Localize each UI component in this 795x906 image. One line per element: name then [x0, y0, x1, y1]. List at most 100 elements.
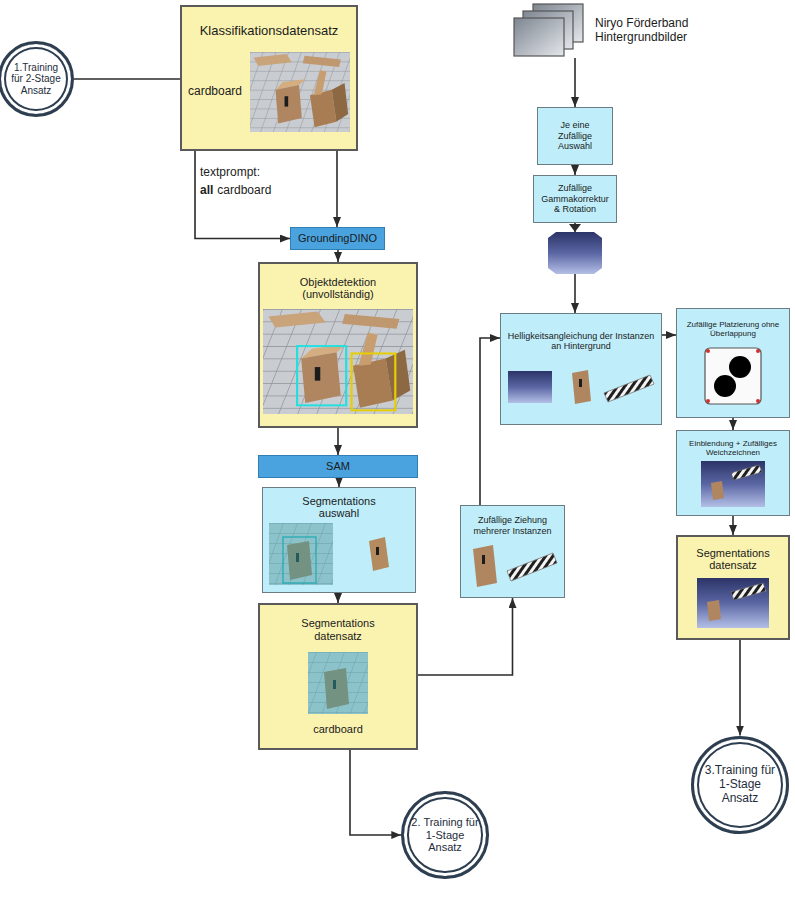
- prompt-label: cardboard: [217, 184, 271, 198]
- dataset-box: Segmentations datensatz cardboard: [258, 603, 418, 750]
- background-images: Niryo Förderband Hintergrundbilder: [513, 3, 713, 58]
- training-circle: 1.Training für 2-Stage Ansatz: [0, 41, 74, 117]
- flow-arrow: [336, 151, 338, 227]
- drawing-part: [705, 348, 761, 404]
- drawing-part: [697, 578, 769, 628]
- node-title: Niryo Förderband Hintergrundbilder: [595, 17, 705, 45]
- detection-photo: [263, 309, 413, 414]
- model-bar: GroundingDINO: [290, 227, 385, 250]
- result-box: Objektdetektion (unvollständig): [258, 262, 418, 428]
- flow-arrow: [338, 478, 340, 487]
- drawing-part: [569, 224, 581, 232]
- drawing-part: [254, 54, 292, 66]
- node-title: Objektdetektion (unvollständig): [263, 276, 413, 301]
- drawing-part: [701, 461, 765, 507]
- background-sample: [548, 224, 602, 274]
- node-caption: cardboard: [188, 85, 242, 99]
- flow-arrow: [74, 78, 180, 80]
- content-row: Niryo Förderband Hintergrundbilder: [513, 3, 705, 58]
- drawing-part: [269, 523, 333, 585]
- flow-arrow: [732, 516, 734, 535]
- drawing-part: [756, 399, 760, 403]
- drawing-part: [308, 652, 368, 714]
- model-bar: SAM: [258, 455, 418, 478]
- drawing-part: [714, 375, 736, 397]
- drawing-part: [250, 52, 350, 132]
- image-stack: [513, 3, 585, 58]
- drawing-part: [508, 371, 552, 403]
- flow-arrow: [662, 334, 676, 336]
- training-circle: 3.Training für 1-Stage Ansatz: [691, 736, 790, 835]
- node-title: 1.Training für 2-Stage Ansatz: [7, 62, 65, 97]
- drawing-part: [268, 312, 325, 328]
- drawing-part: [358, 333, 377, 366]
- flow-arrow: [739, 640, 741, 736]
- process-box: Zufällige Platzierung ohne Überlappung: [676, 308, 790, 418]
- flow-arrow: [337, 593, 339, 603]
- drawing-part: [706, 399, 710, 403]
- process-box: Einblendung + Zufälliges Weichzeichnen: [676, 430, 790, 516]
- flow-arrow: [732, 418, 734, 430]
- drawing-part: [283, 537, 316, 583]
- cardboard-photo: [250, 52, 350, 132]
- drawing-part: [386, 350, 411, 401]
- node-title: GroundingDINO: [298, 232, 377, 245]
- node-title: Je eine Zufällige Auswahl: [550, 120, 600, 151]
- drawing-part: [548, 232, 602, 274]
- node-title: 3.Training für 1-Stage Ansatz: [700, 764, 781, 805]
- drawing-part: [572, 370, 591, 404]
- flow-arrow: [574, 165, 576, 175]
- placement-sketch: [703, 346, 763, 406]
- training-circle: 2. Training für 1-Stage Ansatz: [401, 791, 488, 878]
- node-title: Segmentations auswahl: [294, 495, 384, 520]
- drawing-part: [729, 356, 751, 378]
- node-title: Segmentations datensatz: [681, 547, 785, 572]
- drawing-part: [548, 268, 556, 274]
- drawing-part: [310, 90, 336, 128]
- drawing-part: [285, 97, 289, 107]
- process-box: Je eine Zufällige Auswahl: [537, 107, 613, 165]
- flow-arrow: [574, 58, 576, 107]
- prompt-label: textprompt:: [200, 166, 260, 180]
- node-title: Zufällige Ziehung mehrerer Instanzen: [471, 515, 555, 536]
- node-title: Zufällige Platzierung ohne Überlappung: [680, 320, 786, 338]
- instance-samples: [465, 543, 560, 588]
- drawing-part: [756, 349, 760, 353]
- drawing-part: [507, 553, 557, 581]
- drawing-part: [332, 83, 348, 122]
- dataset-box: Klassifikationsdatensatz cardboard: [180, 5, 358, 151]
- drawing-part: [315, 367, 320, 381]
- drawing-part: [269, 523, 333, 585]
- drawing-part: [303, 56, 341, 67]
- flow-arrow: [337, 250, 339, 262]
- drawing-part: [352, 354, 396, 411]
- drawing-part: [308, 652, 368, 714]
- brightness-samples: [506, 365, 656, 407]
- process-box: Segmentations auswahl: [262, 487, 416, 593]
- drawing-part: [353, 359, 393, 408]
- drawing-part: [604, 375, 654, 402]
- flow-arrow: [195, 151, 290, 239]
- drawing-part: [473, 545, 497, 587]
- node-title: SAM: [326, 460, 350, 473]
- process-box: Zufällige Gammakorrektur & Rotation: [533, 175, 617, 223]
- node-title: 2. Training für 1-Stage Ansatz: [410, 816, 479, 854]
- drawing-part: [731, 583, 766, 600]
- drawing-part: [369, 537, 389, 571]
- segmentation-preview: [269, 523, 409, 585]
- content-row: cardboard: [188, 52, 350, 132]
- prompt-label: all: [200, 184, 213, 198]
- node-caption: cardboard: [313, 723, 363, 736]
- dataset-box: Segmentations datensatz: [676, 535, 790, 640]
- drawing-part: [263, 309, 413, 414]
- flow-arrow: [337, 428, 339, 455]
- drawing-part: [594, 232, 602, 238]
- drawing-part: [579, 379, 582, 387]
- drawing-part: [297, 346, 346, 405]
- process-box: Helligkeitsangleichung der Instanzen an …: [500, 313, 662, 425]
- flow-arrow: [418, 598, 513, 675]
- node-title: Klassifikationsdatensatz: [200, 24, 339, 39]
- composite-image: [701, 461, 765, 507]
- process-box: Zufällige Ziehung mehrerer Instanzen: [460, 505, 565, 598]
